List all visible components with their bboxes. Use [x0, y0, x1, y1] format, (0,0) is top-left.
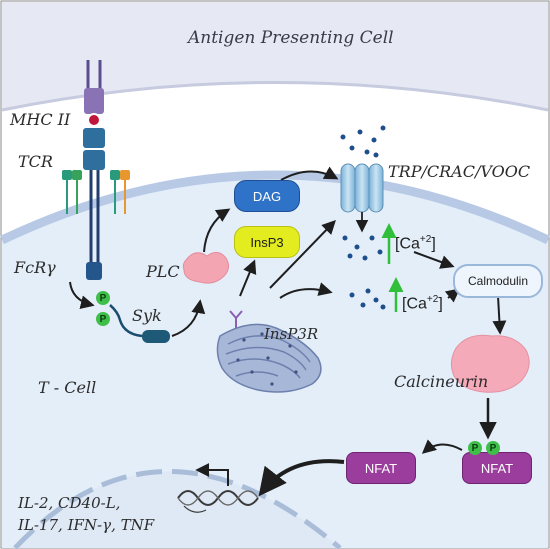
apc-membrane: [1, 81, 549, 112]
tcell-label: T - Cell: [38, 378, 97, 397]
calcium-channel: [340, 163, 384, 213]
gene-list-line-1: IL-2, CD40-L,: [18, 494, 121, 512]
endoplasmic-reticulum: [216, 323, 322, 393]
calcium-label-bottom: [Ca+2]: [402, 294, 443, 313]
tcr-label: TCR: [18, 152, 53, 171]
gene-list-line-2: IL-17, IFN-γ, TNF: [18, 516, 155, 534]
nfat-phospho-badge-1: P: [468, 441, 482, 455]
insp3-pill: InsP3: [234, 226, 300, 258]
nfat-phosphorylated: NFAT: [462, 452, 532, 484]
dna-strand: [177, 490, 259, 513]
calcineurin-enzyme: [450, 334, 530, 393]
syk-kinase: [109, 304, 170, 343]
mhc-tcr-complex: [83, 60, 105, 280]
syk-phospho-badge-2: P: [96, 312, 110, 326]
calcium-text-top: [Ca: [395, 235, 420, 253]
calcium-charge-bottom: +2: [426, 294, 439, 305]
insp3r-label: InsP3R: [264, 325, 319, 343]
plc-label: PLC: [146, 262, 180, 281]
syk-phospho-badge-1: P: [96, 291, 110, 305]
apc-label: Antigen Presenting Cell: [188, 28, 394, 48]
calcium-close-top: ]: [431, 235, 436, 253]
insp3-receptor-arrow: [239, 259, 257, 297]
calmodulin-pill: Calmodulin: [453, 264, 543, 298]
dephosphorylation-arrow: [421, 439, 463, 454]
cd3-coreceptors: [62, 170, 130, 214]
plc-enzyme: [182, 252, 230, 284]
calcineurin-label: Calcineurin: [394, 372, 489, 391]
dag-pill: DAG: [234, 180, 300, 212]
calcium-ions: [340, 125, 386, 310]
calcium-close-bottom: ]: [438, 295, 443, 313]
channel-label: TRP/CRAC/VOOC: [388, 162, 531, 181]
fcr-to-syk-arrow: [69, 281, 95, 310]
calcium-charge-top: +2: [419, 234, 432, 245]
fcr-gamma-label: FcRγ: [14, 258, 56, 277]
calcium-label-top: [Ca+2]: [395, 234, 436, 253]
apc-region: [2, 2, 548, 110]
nfat-phospho-badge-2: P: [486, 441, 500, 455]
transcription-start-arrow: [195, 463, 229, 486]
dag-to-channel-arrow: [280, 166, 339, 181]
mhc-ii-label: MHC II: [10, 110, 71, 129]
nfat-nuclear-translocation-arrow: [258, 459, 345, 497]
nfat-active: NFAT: [346, 452, 416, 484]
calmodulin-to-calcineurin-arrow: [492, 295, 507, 335]
syk-to-plc-arrow: [171, 299, 206, 337]
er-to-calcium-arrow: [279, 282, 333, 299]
plc-to-dag-arrow: [203, 208, 231, 253]
nucleus: [13, 469, 342, 549]
er-to-channel-arrow: [269, 219, 336, 289]
calcium-text-bottom: [Ca: [402, 295, 427, 313]
syk-label: Syk: [132, 306, 162, 325]
calcium-to-calmodulin-arrow-top: [413, 251, 455, 269]
tcell-membrane: [0, 170, 550, 245]
